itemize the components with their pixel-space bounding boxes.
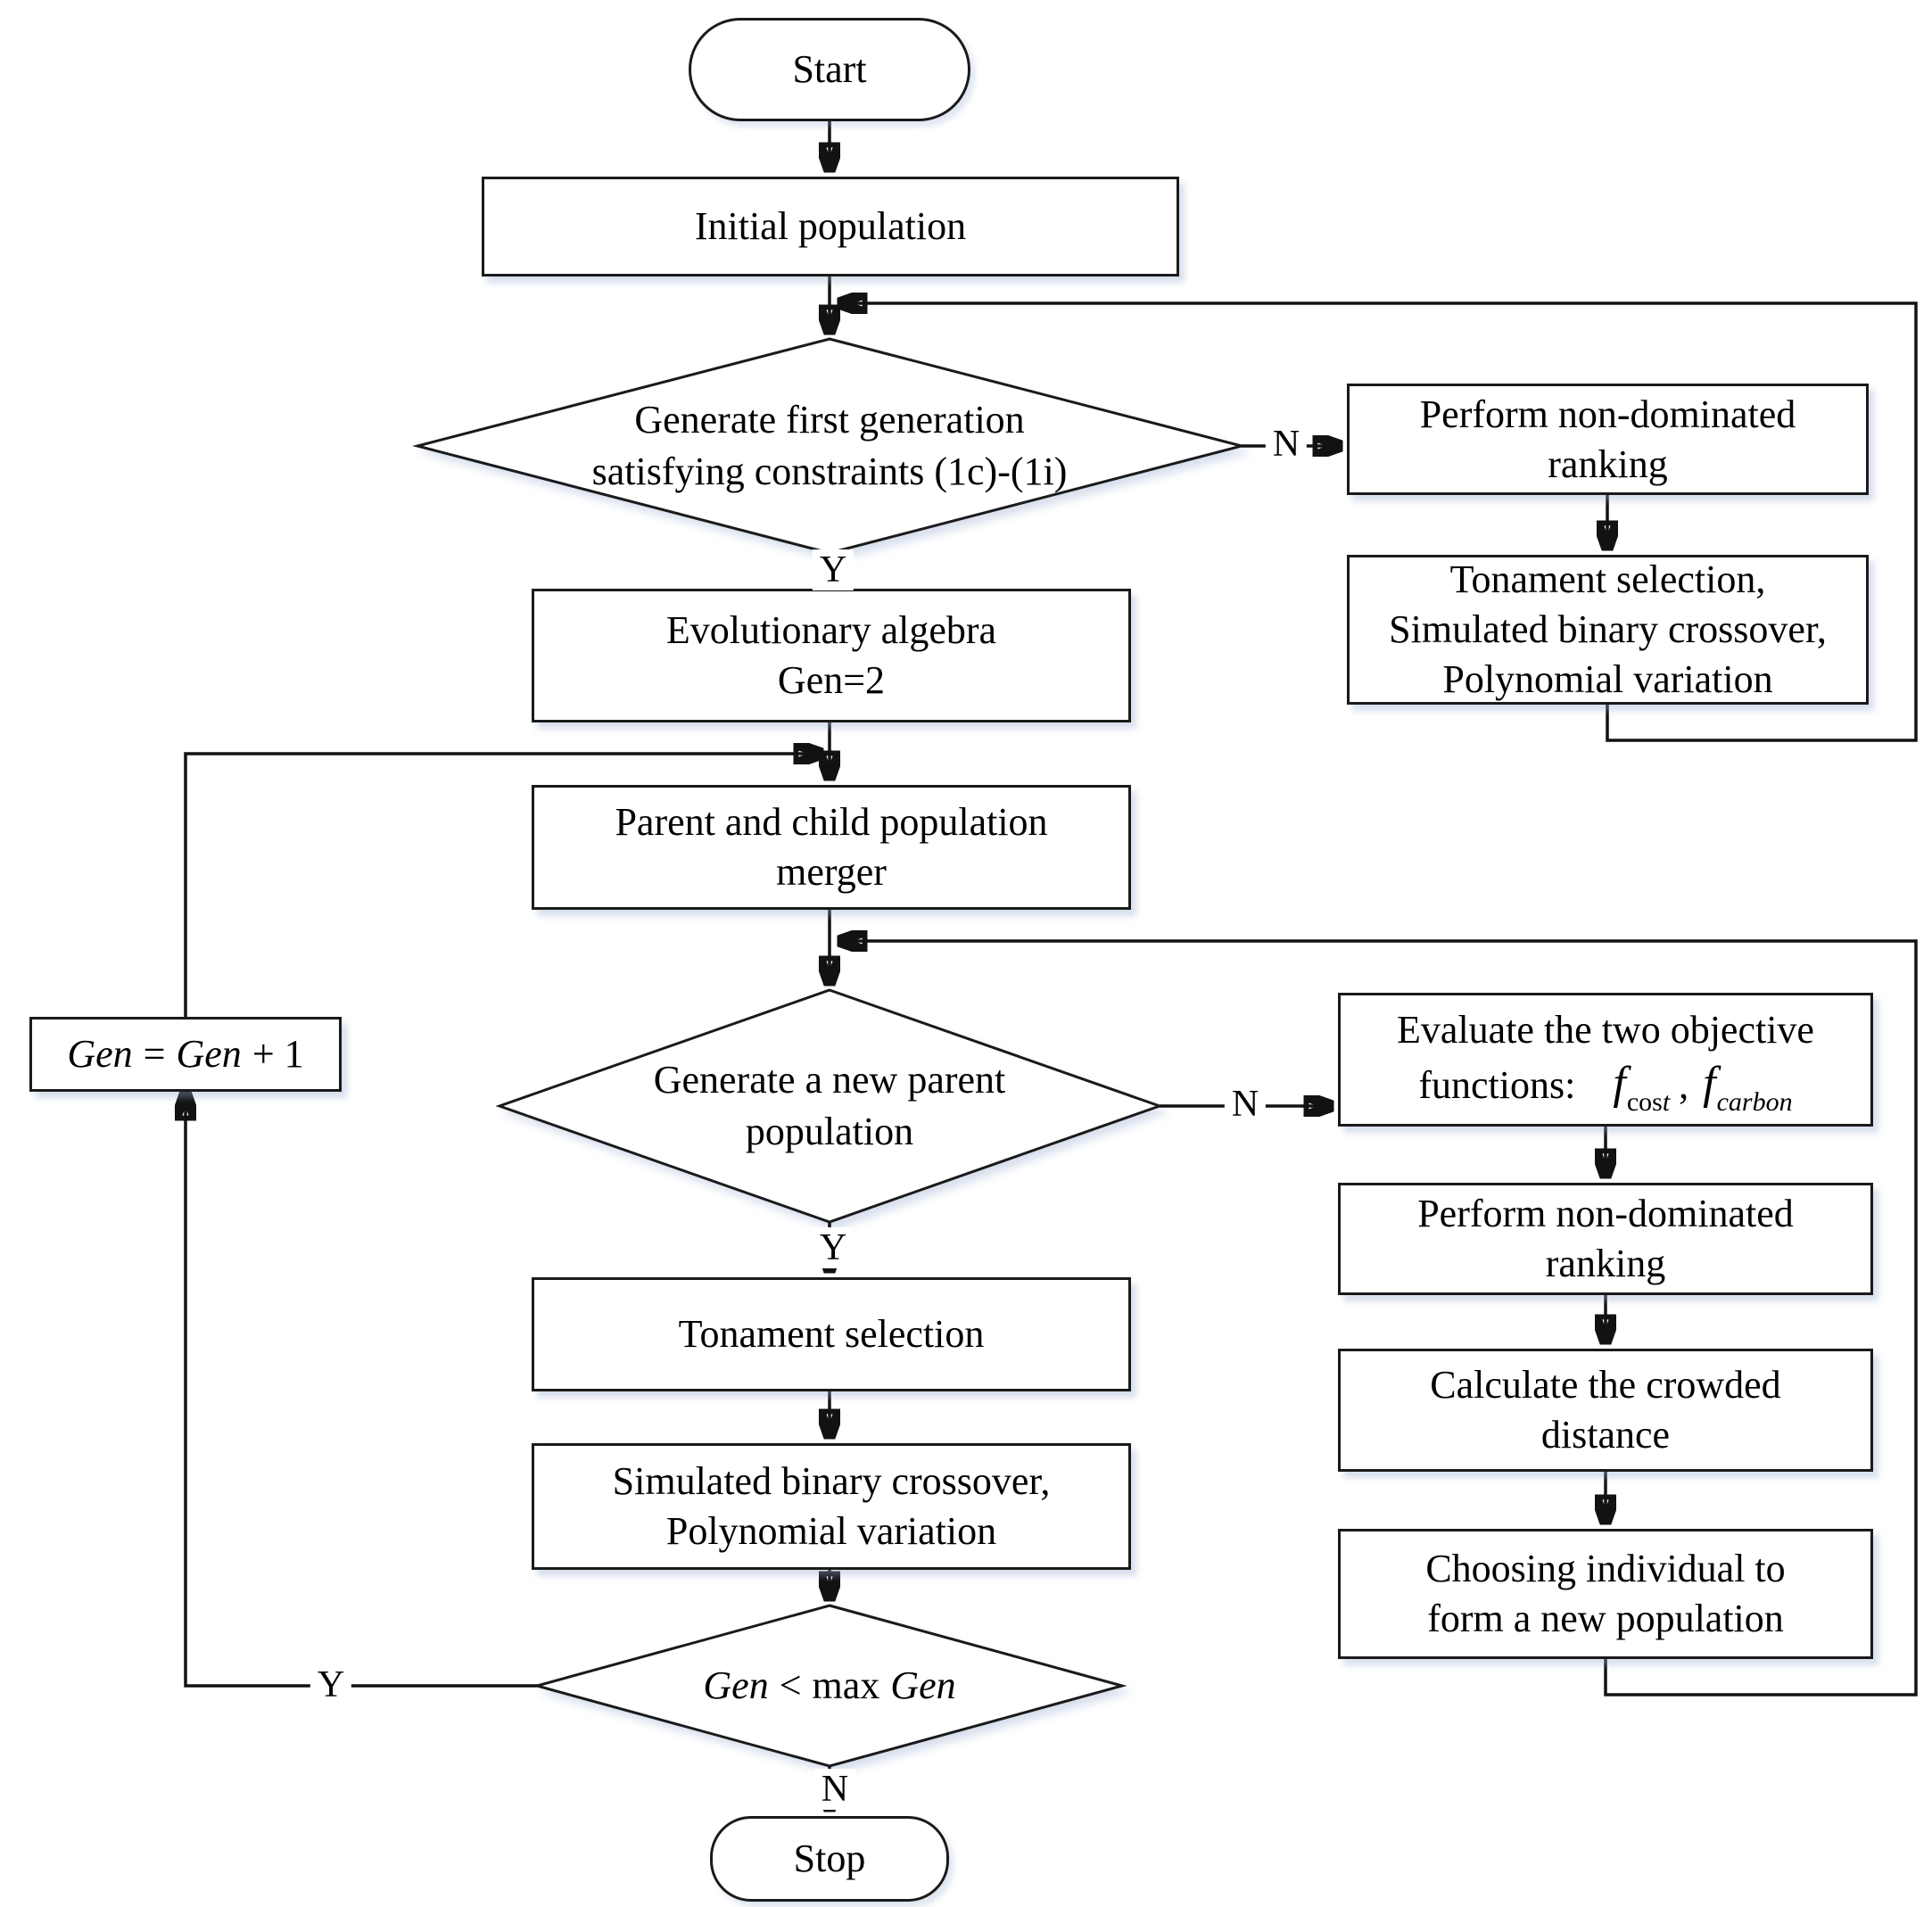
perform-ranking-top-node: Perform non-dominated ranking — [1347, 384, 1869, 495]
edge-bottom-feedback-loop — [840, 941, 1918, 1696]
perform-ranking-bottom-node: Perform non-dominated ranking — [1338, 1183, 1873, 1295]
edge-gen-increment-to-main — [184, 754, 821, 1017]
evolutionary-algebra-node: Evolutionary algebra Gen=2 — [532, 589, 1131, 722]
stop-node: Stop — [710, 1816, 949, 1902]
edge-gen-max-y-to-gen-increment — [186, 1094, 537, 1688]
label-y-gen-max: Y — [310, 1664, 352, 1705]
label-y-first-generation: Y — [812, 549, 855, 590]
initial-population-node: Initial population — [482, 177, 1179, 277]
f-cost-symbol: fcost — [1613, 1057, 1671, 1117]
crowded-distance-node: Calculate the crowded distance — [1338, 1349, 1873, 1472]
gen-increment-node: Gen = Gen + 1 — [29, 1017, 342, 1092]
label-n-first-generation: N — [1265, 424, 1308, 465]
comma-separator: , — [1679, 1062, 1689, 1107]
start-node: Start — [689, 18, 970, 121]
parent-child-merger-node: Parent and child population merger — [532, 785, 1131, 910]
new-parent-diamond-label: Generate a new parent population — [653, 1058, 1006, 1153]
label-n-gen-max: N — [813, 1769, 856, 1810]
tournament-selection-node: Tonament selection — [532, 1277, 1131, 1391]
f-carbon-symbol: fcarbon — [1703, 1057, 1793, 1117]
gen-max-diamond-label: Gen < max Gen — [607, 1657, 1053, 1714]
gen-max-expression: Gen < max Gen — [703, 1663, 956, 1707]
functions-prefix: functions: — [1418, 1062, 1576, 1107]
label-n-new-parent: N — [1224, 1084, 1267, 1125]
choose-individual-node: Choosing individual to form a new popula… — [1338, 1529, 1873, 1659]
evaluate-objectives-node: Evaluate the two objective functions: fc… — [1338, 993, 1873, 1127]
evaluate-objectives-line1: Evaluate the two objective — [1397, 1007, 1814, 1052]
crossover-variation-node: Simulated binary crossover, Polynomial v… — [532, 1443, 1131, 1570]
edge-top-feedback-loop — [840, 303, 1918, 742]
gen-increment-expression: Gen = Gen + 1 — [67, 1032, 304, 1076]
selection-crossover-variation-node: Tonament selection, Simulated binary cro… — [1347, 555, 1869, 705]
evaluate-objectives-line2: functions: fcost , fcarbon — [1418, 1057, 1792, 1117]
first-generation-diamond-label: Generate first generation satisfying con… — [591, 398, 1068, 493]
label-y-new-parent: Y — [812, 1227, 855, 1268]
